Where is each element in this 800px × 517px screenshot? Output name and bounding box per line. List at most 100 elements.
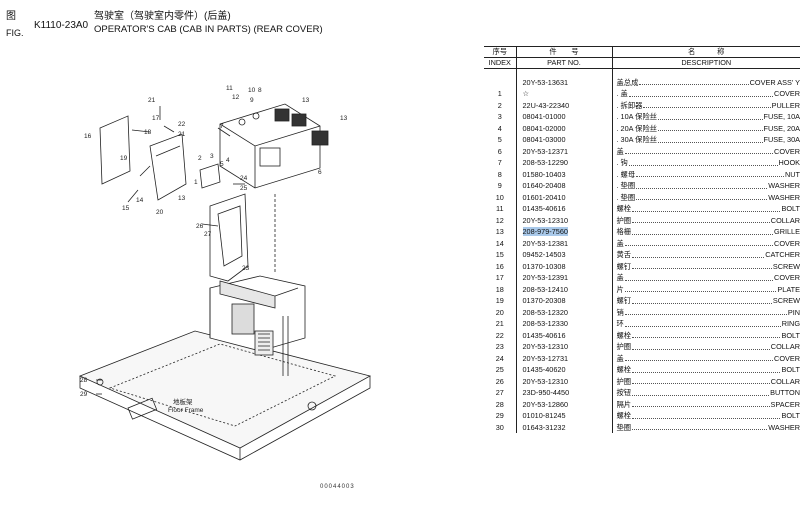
row-part-number: 09452-14503 [516,249,613,261]
row-part-number: 208-979-7560 [516,226,613,238]
callout-3: 3 [210,153,214,160]
part-number-text: 01010-81245 [522,411,566,420]
row-index: 12 [484,214,517,226]
row-part-number: 01643-31232 [516,421,613,433]
rear-cover-panel-illustration [219,103,329,189]
leader-dots [632,203,781,212]
row-part-number: 01580-10403 [516,168,613,180]
callout-14: 13 [178,195,186,202]
description-cn: 隔片 [616,399,632,409]
figure-code: K1110-23A0 [34,20,89,31]
description-en: FUSE, 20A [763,123,800,133]
callout-13: 13 [302,97,310,104]
description-cn: . 钩 [616,158,628,167]
row-part-number: ☆ [516,88,613,100]
row-index: 13 [484,226,517,238]
part-number-text: 08041-02000 [522,123,566,133]
description-en: SCREW [772,296,800,305]
leader-dots [632,330,781,338]
description-cn: . 20A 保险丝 [616,123,658,133]
description-cn: 护圈 [616,342,632,351]
description-en: HOOK [778,158,800,167]
callout-9: 9 [250,97,254,104]
figure-header: 图 FIG. K1110-23A0 驾驶室（驾驶室内零件）(后盖) OPERAT… [6,7,426,47]
description-en: SCREW [772,261,800,271]
row-index: 15 [484,249,517,261]
row-index: 26 [484,375,517,387]
row-description: 护圈 COLLAR [612,341,800,353]
figure-label-en: FIG. [6,28,24,38]
description-cn: 环 [616,319,624,328]
description-en: COVER [774,89,800,98]
row-part-number: 20Y-53-13631 [516,76,613,88]
part-number-text: 20Y-53-12371 [522,146,569,156]
part-header-en: PART NO. [515,57,613,69]
callout-1: 1 [194,179,198,186]
description-cn: 螺钉 [616,261,632,271]
row-part-number: 08041-02000 [516,122,613,134]
description-en: COVER [774,353,800,363]
document-number: 00044003 [320,484,355,490]
description-en: GRILLE [774,227,800,236]
row-index: 24 [484,352,517,364]
callout-16: 15 [122,205,130,212]
description-en: CATCHER [765,250,800,259]
row-part-number: 20Y-53-12391 [516,272,613,284]
row-description: . 20A 保险丝 FUSE, 20A [612,123,800,135]
callout-5: 5 [220,161,224,168]
description-en: COLLAR [770,342,800,351]
row-index: 25 [484,364,517,376]
callout-28: 27 [204,231,212,238]
description-cn: 螺栓 [616,411,632,420]
callout-22: 21 [148,97,156,104]
leader-dots [636,169,784,177]
part-number-text: 08041-03000 [522,135,566,144]
description-en: WASHER [768,181,800,190]
row-part-number: 01370-10308 [516,260,613,272]
description-cn: 格栅 [616,227,632,236]
row-part-number: 208-53-12410 [516,283,613,295]
row-index: 21 [484,318,517,330]
description-cn: 盖 [616,238,624,248]
callout-numbers: 11 12 10 8 9 13 13 6 7 21 17 18 16 22 21… [80,85,348,398]
row-part-number: 01370-20308 [516,295,613,307]
callout-20: 19 [120,155,128,162]
leader-dots [636,180,768,189]
callout-21: 20 [156,209,164,216]
row-part-number: 20Y-53-12731 [516,352,613,364]
row-index: 4 [484,122,517,134]
callout-29: 28 [80,377,88,384]
description-en: PULLER [771,100,800,110]
callout-18: 17 [152,115,160,122]
leader-dots [624,272,774,281]
row-index: 23 [484,341,517,353]
description-cn: 螺栓 [616,330,632,340]
row-index: 5 [484,134,517,146]
row-index: 29 [484,410,517,422]
description-en: WASHER [768,422,800,432]
cab-rear-housing-illustration [209,275,306,376]
row-index: 6 [484,145,517,157]
description-en: BOLT [781,411,800,420]
leader-dots [624,238,774,246]
row-part-number: 20Y-53-12310 [516,214,613,226]
leader-dots [632,249,765,258]
